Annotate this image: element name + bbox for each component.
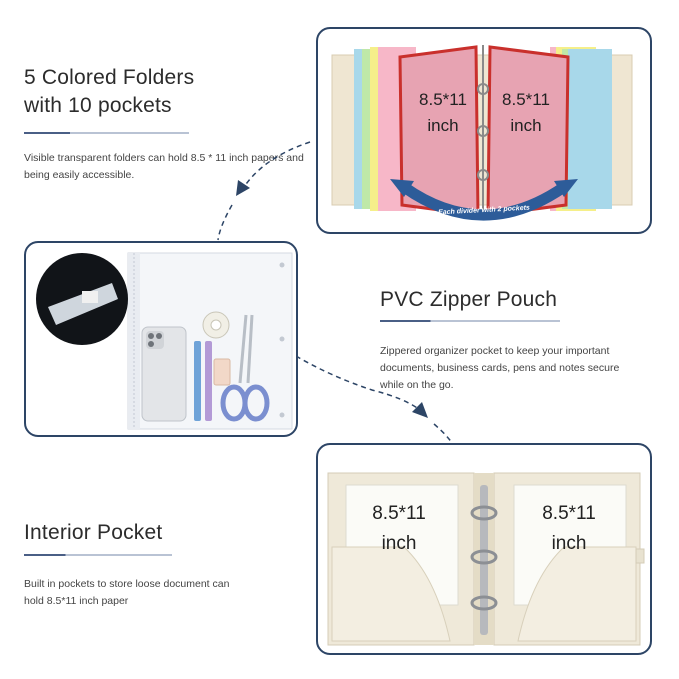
pouch-description: Zippered organizer pocket to keep your i…	[380, 345, 620, 391]
eraser	[213, 358, 231, 386]
interior-illustration	[327, 472, 645, 646]
pocket-left	[331, 546, 451, 642]
pocket-right	[517, 546, 637, 642]
connector-2-arrowhead	[412, 402, 428, 418]
interior-description: Built in pockets to store loose document…	[24, 578, 230, 607]
folders-page-right-line1: 8.5*11	[502, 90, 550, 109]
pen-blue	[194, 341, 201, 421]
folders-page-left-line1: 8.5*11	[419, 90, 467, 109]
phone	[141, 326, 187, 422]
interior-image-frame: 8.5*11 inch 8.5*11 inch	[316, 443, 652, 655]
divider-blue-right	[568, 49, 612, 209]
folders-illustration	[331, 45, 633, 221]
interior-page-right-line1: 8.5*11	[542, 503, 596, 524]
arc-band	[400, 182, 568, 221]
pouch-title-rule	[380, 320, 560, 322]
interior-page-label-left: 8.5*11 inch	[354, 499, 444, 559]
interior-page-left-line2: inch	[381, 533, 417, 554]
folders-page-label-left: 8.5*11 inch	[412, 87, 474, 139]
red-folder-right	[486, 45, 570, 217]
folders-page-label-right: 8.5*11 inch	[494, 87, 558, 139]
arc-arrowhead-right	[554, 179, 578, 197]
arc-arrowhead-left	[390, 179, 414, 197]
interior-title: Interior Pocket	[24, 521, 163, 544]
folders-title: 5 Colored Folders with 10 pockets	[24, 64, 284, 120]
pouch-image-frame	[24, 241, 298, 437]
interior-title-rule	[24, 554, 172, 556]
pen-purple	[205, 341, 212, 421]
pouch-title: PVC Zipper Pouch	[380, 288, 558, 311]
pouch-illustration	[36, 252, 293, 430]
folders-description: Visible transparent folders can hold 8.5…	[24, 152, 304, 181]
folders-title-line1: 5 Colored Folders	[24, 66, 195, 89]
folders-image-frame: 8.5*11 inch 8.5*11 inch Each divider wit…	[316, 27, 652, 234]
folders-title-rule	[24, 132, 189, 134]
scissors-handle-right	[242, 384, 270, 422]
interior-page-label-right: 8.5*11 inch	[524, 499, 614, 559]
connector-1-tail	[217, 204, 233, 241]
folders-page-left-line2: inch	[427, 116, 459, 135]
folders-title-line2: with 10 pockets	[24, 94, 172, 117]
interior-page-left-line1: 8.5*11	[372, 503, 426, 524]
interior-page-right-line2: inch	[551, 533, 587, 554]
folders-page-right-line2: inch	[510, 116, 542, 135]
